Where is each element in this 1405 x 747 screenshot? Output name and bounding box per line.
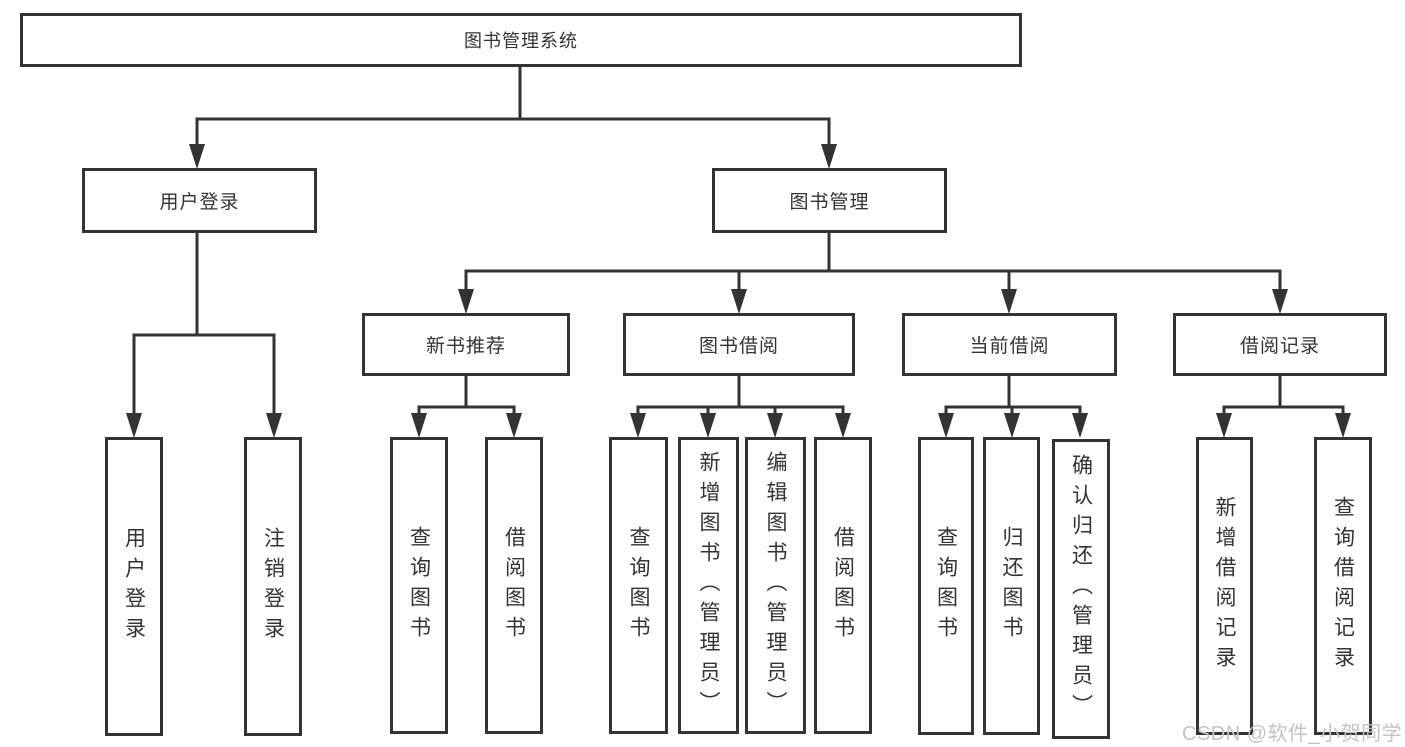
- csdn-watermark: CSDN @软件_小贺同学: [1182, 723, 1403, 745]
- node-library-management-system: 图书管理系统: [20, 13, 1022, 67]
- node-label: 图书借阅: [698, 336, 779, 357]
- leaf-return-books: 归还图书: [983, 437, 1040, 735]
- node-label: 新书推荐: [425, 336, 506, 357]
- leaf-confirm-return-admin: 确认归还（管理员）: [1052, 439, 1110, 739]
- leaf-label: 借阅图书: [831, 525, 855, 646]
- leaf-add-borrow-record: 新增借阅记录: [1196, 437, 1253, 735]
- leaf-borrow-books-recommend: 借阅图书: [485, 437, 543, 734]
- leaf-query-books-current: 查询图书: [918, 437, 974, 735]
- node-label: 当前借阅: [969, 336, 1050, 357]
- leaf-label: 新增借阅记录: [1213, 496, 1236, 676]
- node-current-borrowing: 当前借阅: [902, 313, 1117, 376]
- node-book-borrowing: 图书借阅: [623, 313, 855, 376]
- node-label: 用户登录: [159, 192, 240, 213]
- leaf-label: 新增图书（管理员）: [697, 450, 720, 721]
- node-user-login: 用户登录: [82, 168, 317, 233]
- leaf-edit-books-admin: 编辑图书（管理员）: [745, 437, 806, 734]
- leaf-label: 查询图书: [407, 525, 431, 646]
- leaf-add-books-admin: 新增图书（管理员）: [678, 437, 739, 734]
- node-label: 图书管理系统: [464, 31, 578, 51]
- leaf-label: 确认归还（管理员）: [1069, 454, 1093, 724]
- leaf-label: 编辑图书（管理员）: [764, 450, 787, 721]
- node-label: 图书管理: [789, 192, 870, 213]
- node-borrowing-records: 借阅记录: [1173, 313, 1387, 376]
- leaf-label: 归还图书: [1000, 526, 1023, 646]
- leaf-borrow-books: 借阅图书: [814, 437, 872, 734]
- leaf-label: 注销登录: [261, 526, 285, 647]
- leaf-query-books-borrow: 查询图书: [609, 437, 668, 734]
- leaf-query-books-recommend: 查询图书: [390, 437, 448, 734]
- leaf-label: 用户登录: [122, 526, 146, 647]
- node-book-management: 图书管理: [712, 168, 947, 233]
- node-label: 借阅记录: [1239, 336, 1320, 357]
- leaf-user-login: 用户登录: [105, 437, 163, 736]
- leaf-label: 查询借阅记录: [1331, 496, 1355, 676]
- leaf-label: 查询图书: [934, 526, 958, 646]
- leaf-label: 查询图书: [627, 525, 650, 646]
- leaf-label: 借阅图书: [502, 525, 526, 646]
- leaf-logout: 注销登录: [244, 437, 302, 736]
- leaf-query-borrow-record: 查询借阅记录: [1314, 437, 1372, 735]
- node-new-book-recommendation: 新书推荐: [362, 313, 570, 376]
